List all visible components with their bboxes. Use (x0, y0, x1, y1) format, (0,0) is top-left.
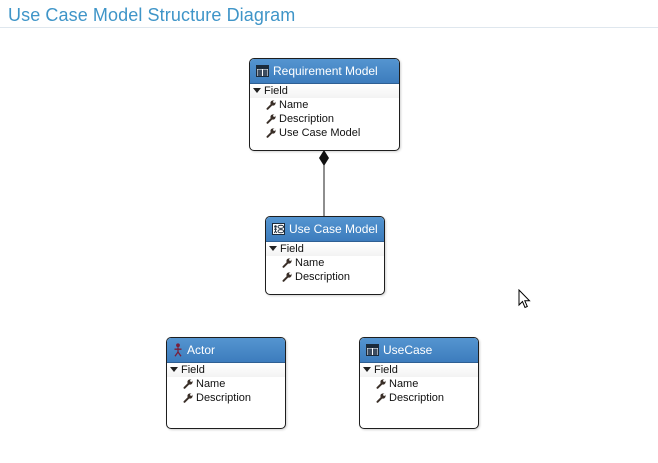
field-item[interactable]: Name (167, 377, 285, 391)
table-icon (256, 65, 269, 77)
wrench-icon (183, 393, 194, 403)
field-label: Description (279, 113, 335, 125)
actor-icon (173, 343, 183, 357)
wrench-icon (266, 100, 277, 110)
section-label: Field (374, 364, 398, 376)
entity-title: Requirement Model (273, 64, 378, 78)
use-case-model-icon (272, 223, 285, 235)
entity-header[interactable]: Requirement Model (250, 59, 399, 84)
entity-usecase[interactable]: UseCase Field Name Description (359, 337, 479, 429)
wrench-icon (266, 114, 277, 124)
composition-diamond-icon (319, 150, 329, 166)
page-title: Use Case Model Structure Diagram (8, 5, 296, 25)
field-label: Use Case Model (279, 127, 361, 139)
entity-title: Actor (187, 343, 216, 357)
field-section-toggle[interactable]: Field (266, 242, 384, 256)
entity-header[interactable]: UseCase (360, 338, 478, 363)
field-item[interactable]: Use Case Model (250, 126, 399, 140)
field-label: Description (196, 392, 252, 404)
mouse-cursor-icon (518, 289, 531, 309)
field-section-toggle[interactable]: Field (167, 363, 285, 377)
chevron-down-icon (362, 367, 372, 373)
entity-header[interactable]: Actor (167, 338, 285, 363)
wrench-icon (376, 379, 387, 389)
wrench-icon (282, 258, 293, 268)
wrench-icon (266, 128, 277, 138)
entity-requirement-model[interactable]: Requirement Model Field Name Description… (249, 58, 400, 151)
section-label: Field (264, 85, 288, 97)
field-item[interactable]: Description (250, 112, 399, 126)
field-label: Name (196, 378, 226, 390)
field-label: Description (389, 392, 445, 404)
field-label: Name (389, 378, 419, 390)
wrench-icon (183, 379, 194, 389)
wrench-icon (282, 272, 293, 282)
field-item[interactable]: Name (250, 98, 399, 112)
entity-header[interactable]: Use Case Model (266, 217, 384, 242)
chevron-down-icon (169, 367, 179, 373)
chevron-down-icon (252, 88, 262, 94)
entity-use-case-model[interactable]: Use Case Model Field Name Description (265, 216, 385, 295)
entity-title: UseCase (383, 343, 433, 357)
section-label: Field (181, 364, 205, 376)
field-item[interactable]: Description (266, 270, 384, 284)
wrench-icon (376, 393, 387, 403)
field-item[interactable]: Description (360, 391, 478, 405)
field-section-toggle[interactable]: Field (360, 363, 478, 377)
field-label: Name (295, 257, 325, 269)
field-item[interactable]: Name (266, 256, 384, 270)
section-label: Field (280, 243, 304, 255)
field-section-toggle[interactable]: Field (250, 84, 399, 98)
chevron-down-icon (268, 246, 278, 252)
entity-actor[interactable]: Actor Field Name Description (166, 337, 286, 429)
field-item[interactable]: Name (360, 377, 478, 391)
title-divider (0, 27, 658, 28)
entity-title: Use Case Model (289, 222, 378, 236)
field-label: Name (279, 99, 309, 111)
field-item[interactable]: Description (167, 391, 285, 405)
field-label: Description (295, 271, 351, 283)
table-icon (366, 344, 379, 356)
